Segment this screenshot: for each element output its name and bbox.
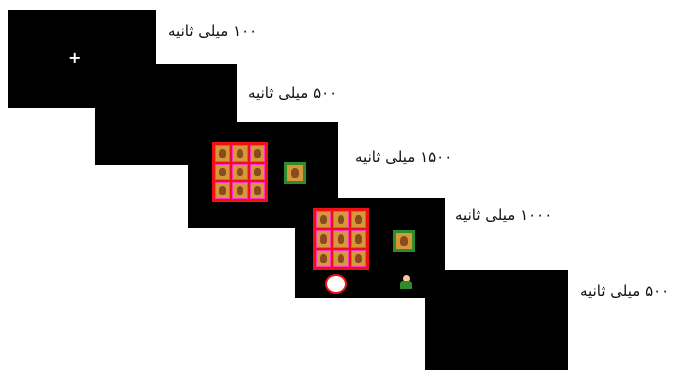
fixation-cross: + (68, 50, 81, 66)
stimulus-grid (313, 208, 369, 270)
grid-cell (333, 211, 348, 228)
grid-cell (351, 230, 366, 247)
grid-cell (351, 211, 366, 228)
stage-label-5: ۵۰۰ میلی ثانیه (580, 282, 669, 300)
person-icon (399, 275, 413, 289)
grid-cell (316, 250, 331, 267)
screen-response (295, 198, 445, 298)
grid-cell (316, 211, 331, 228)
grid-cell (215, 182, 230, 199)
stimulus-grid (212, 142, 268, 202)
grid-cell (215, 145, 230, 162)
grid-cell (232, 164, 247, 181)
screen-blank-2 (425, 270, 568, 370)
grid-cell (250, 164, 265, 181)
stage-label-4: ۱۰۰۰ میلی ثانیه (455, 206, 552, 224)
grid-cell (250, 182, 265, 199)
grid-cell (250, 145, 265, 162)
stage-label-1: ۱۰۰ میلی ثانیه (168, 22, 257, 40)
grid-cell (232, 145, 247, 162)
target-stimulus (284, 162, 306, 184)
grid-cell (316, 230, 331, 247)
grid-cell (351, 250, 366, 267)
stage-label-2: ۵۰۰ میلی ثانیه (248, 84, 337, 102)
grid-cell (232, 182, 247, 199)
grid-cell (333, 250, 348, 267)
sad-face-icon (325, 274, 347, 294)
stage-label-3: ۱۵۰۰ میلی ثانیه (355, 148, 452, 166)
grid-cell (215, 164, 230, 181)
grid-cell (333, 230, 348, 247)
target-stimulus (393, 230, 415, 252)
